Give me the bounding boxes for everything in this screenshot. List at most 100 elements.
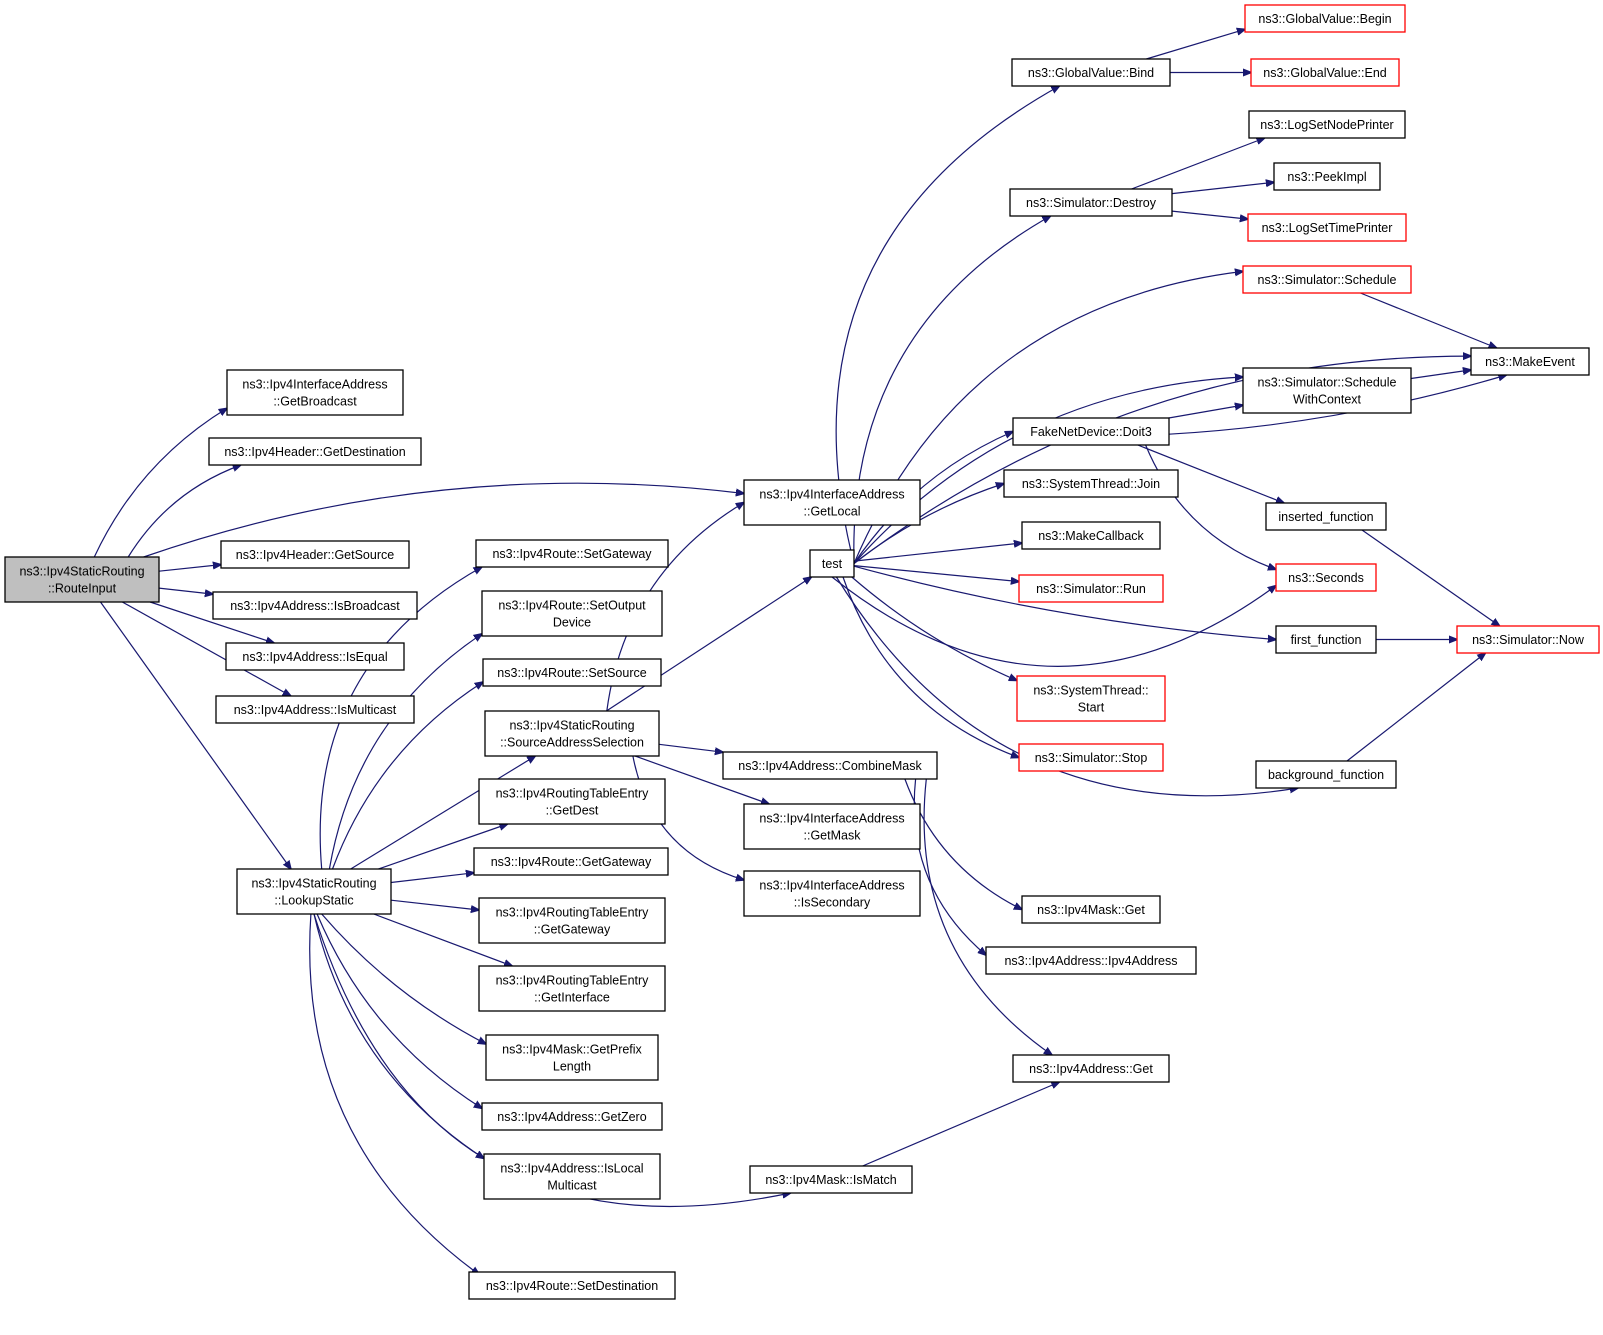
node-setsource[interactable]: ns3::Ipv4Route::SetSource [482,658,662,687]
edge-routeinput-to-getdestination [127,465,241,558]
node-maskget[interactable]: ns3::Ipv4Mask::Get [1021,895,1161,924]
node-box [1021,895,1161,924]
node-getlocal[interactable]: ns3::Ipv4InterfaceAddress::GetLocal [743,479,921,526]
node-simnow[interactable]: ns3::Simulator::Now [1456,625,1600,654]
node-gvend[interactable]: ns3::GlobalValue::End [1250,58,1400,87]
node-getdestination[interactable]: ns3::Ipv4Header::GetDestination [208,437,422,466]
node-join[interactable]: ns3::SystemThread::Join [1003,469,1179,498]
node-box [985,946,1197,975]
node-getdest[interactable]: ns3::Ipv4RoutingTableEntry::GetDest [478,778,666,825]
node-test[interactable]: test [809,549,855,578]
node-box [1247,213,1407,242]
node-label: ns3::Ipv4InterfaceAddress [759,812,904,826]
node-logtimeprinter[interactable]: ns3::LogSetTimePrinter [1247,213,1407,242]
node-label: ::GetInterface [534,991,610,1005]
node-rtegetgateway[interactable]: ns3::Ipv4RoutingTableEntry::GetGateway [478,897,666,944]
node-box [1275,563,1377,592]
node-ismulticast[interactable]: ns3::Ipv4Address::IsMulticast [215,695,415,724]
node-label: ns3::Ipv4Mask::Get [1037,903,1145,917]
node-ipv4address[interactable]: ns3::Ipv4Address::Ipv4Address [985,946,1197,975]
node-sourceaddressselection[interactable]: ns3::Ipv4StaticRouting::SourceAddressSel… [484,710,660,757]
node-box [236,868,392,915]
node-combinemask[interactable]: ns3::Ipv4Address::CombineMask [722,751,938,780]
node-stthreadstart[interactable]: ns3::SystemThread::Start [1016,675,1166,722]
edge-lookupstatic-to-rtegetgateway [390,899,479,910]
node-label: ::GetGateway [534,923,611,937]
node-makecallback[interactable]: ns3::MakeCallback [1021,521,1161,550]
node-box [1011,58,1171,87]
node-label: ns3::Ipv4Mask::IsMatch [765,1173,896,1187]
node-label: ns3::GlobalValue::End [1263,66,1387,80]
node-doit3[interactable]: FakeNetDevice::Doit3 [1012,417,1170,446]
edge-test-to-doit3 [853,432,1013,564]
edge-sourceaddressselection-to-combinemask [658,743,723,752]
node-insertedfunction[interactable]: inserted_function [1265,502,1387,531]
node-label: ns3::Ipv4Header::GetDestination [224,445,405,459]
edge-lookupstatic-to-getinterface [373,913,512,966]
node-firstfunction[interactable]: first_function [1275,625,1377,654]
node-label: inserted_function [1278,510,1373,524]
node-lognodeprinter[interactable]: ns3::LogSetNodePrinter [1248,110,1406,139]
node-getzero[interactable]: ns3::Ipv4Address::GetZero [481,1102,663,1131]
node-getbroadcast[interactable]: ns3::Ipv4InterfaceAddress::GetBroadcast [226,369,404,416]
node-box [1255,760,1397,789]
edge-test-to-simrun [853,565,1019,582]
node-label: ns3::Simulator::Run [1036,582,1146,596]
node-getmask[interactable]: ns3::Ipv4InterfaceAddress::GetMask [743,803,921,850]
node-routegetgateway[interactable]: ns3::Ipv4Route::GetGateway [473,847,669,876]
node-label: ns3::LogSetTimePrinter [1262,221,1393,235]
node-lookupstatic[interactable]: ns3::Ipv4StaticRouting::LookupStatic [236,868,392,915]
node-label: ns3::Ipv4Address::IsMulticast [234,703,397,717]
node-isequal[interactable]: ns3::Ipv4Address::IsEqual [225,642,405,671]
node-label: Device [553,616,591,630]
node-gvbind[interactable]: ns3::GlobalValue::Bind [1011,58,1171,87]
node-seconds[interactable]: ns3::Seconds [1275,563,1377,592]
node-box [1244,4,1406,33]
node-simschedule[interactable]: ns3::Simulator::Schedule [1242,265,1412,294]
node-box [1470,347,1590,376]
node-isbroadcast[interactable]: ns3::Ipv4Address::IsBroadcast [212,591,418,620]
node-box [481,1102,663,1131]
edge-simschedule-to-makeevent [1360,292,1496,348]
node-label: ns3::Ipv4RoutingTableEntry [496,787,650,801]
node-simrun[interactable]: ns3::Simulator::Run [1018,574,1164,603]
node-label: ns3::Ipv4Route::SetOutput [498,599,646,613]
node-label: ::SourceAddressSelection [500,736,644,750]
node-simdestroy[interactable]: ns3::Simulator::Destroy [1009,188,1173,217]
node-label: ns3::Simulator::Stop [1035,751,1148,765]
node-backgroundfunction[interactable]: background_function [1255,760,1397,789]
node-gvbegin[interactable]: ns3::GlobalValue::Begin [1244,4,1406,33]
edge-test-to-makecallback [853,543,1022,562]
node-label: ns3::Ipv4Address::CombineMask [738,759,922,773]
node-peekimpl[interactable]: ns3::PeekImpl [1273,162,1381,191]
node-setdestination[interactable]: ns3::Ipv4Route::SetDestination [468,1271,676,1300]
node-label: ns3::Simulator::Schedule [1258,376,1397,390]
node-box [226,369,404,416]
edge-lookupstatic-to-setdestination [309,913,480,1275]
node-label: ::IsSecondary [794,896,871,910]
node-issecondary[interactable]: ns3::Ipv4InterfaceAddress::IsSecondary [743,870,921,917]
node-label: ::LookupStatic [274,894,353,908]
node-box [1242,265,1412,294]
edge-test-to-simstop [842,576,1019,758]
node-label: ns3::Ipv4Address::GetZero [497,1110,646,1124]
node-makeevent[interactable]: ns3::MakeEvent [1470,347,1590,376]
node-setgateway[interactable]: ns3::Ipv4Route::SetGateway [475,539,669,568]
node-label: ns3::Ipv4RoutingTableEntry [496,906,650,920]
node-getsource[interactable]: ns3::Ipv4Header::GetSource [220,540,410,569]
node-label: FakeNetDevice::Doit3 [1030,425,1152,439]
node-simstop[interactable]: ns3::Simulator::Stop [1018,743,1164,772]
edge-lookupstatic-to-getdest [378,824,508,870]
node-addrget[interactable]: ns3::Ipv4Address::Get [1012,1054,1170,1083]
node-ismatch[interactable]: ns3::Ipv4Mask::IsMatch [749,1165,913,1194]
edge-doit3-to-schedulewithcontext [1168,405,1243,419]
node-label: ns3::Simulator::Schedule [1258,273,1397,287]
node-routeinput[interactable]: ns3::Ipv4StaticRouting::RouteInput [4,556,160,603]
node-box [1265,502,1387,531]
node-getinterface[interactable]: ns3::Ipv4RoutingTableEntry::GetInterface [478,965,666,1012]
